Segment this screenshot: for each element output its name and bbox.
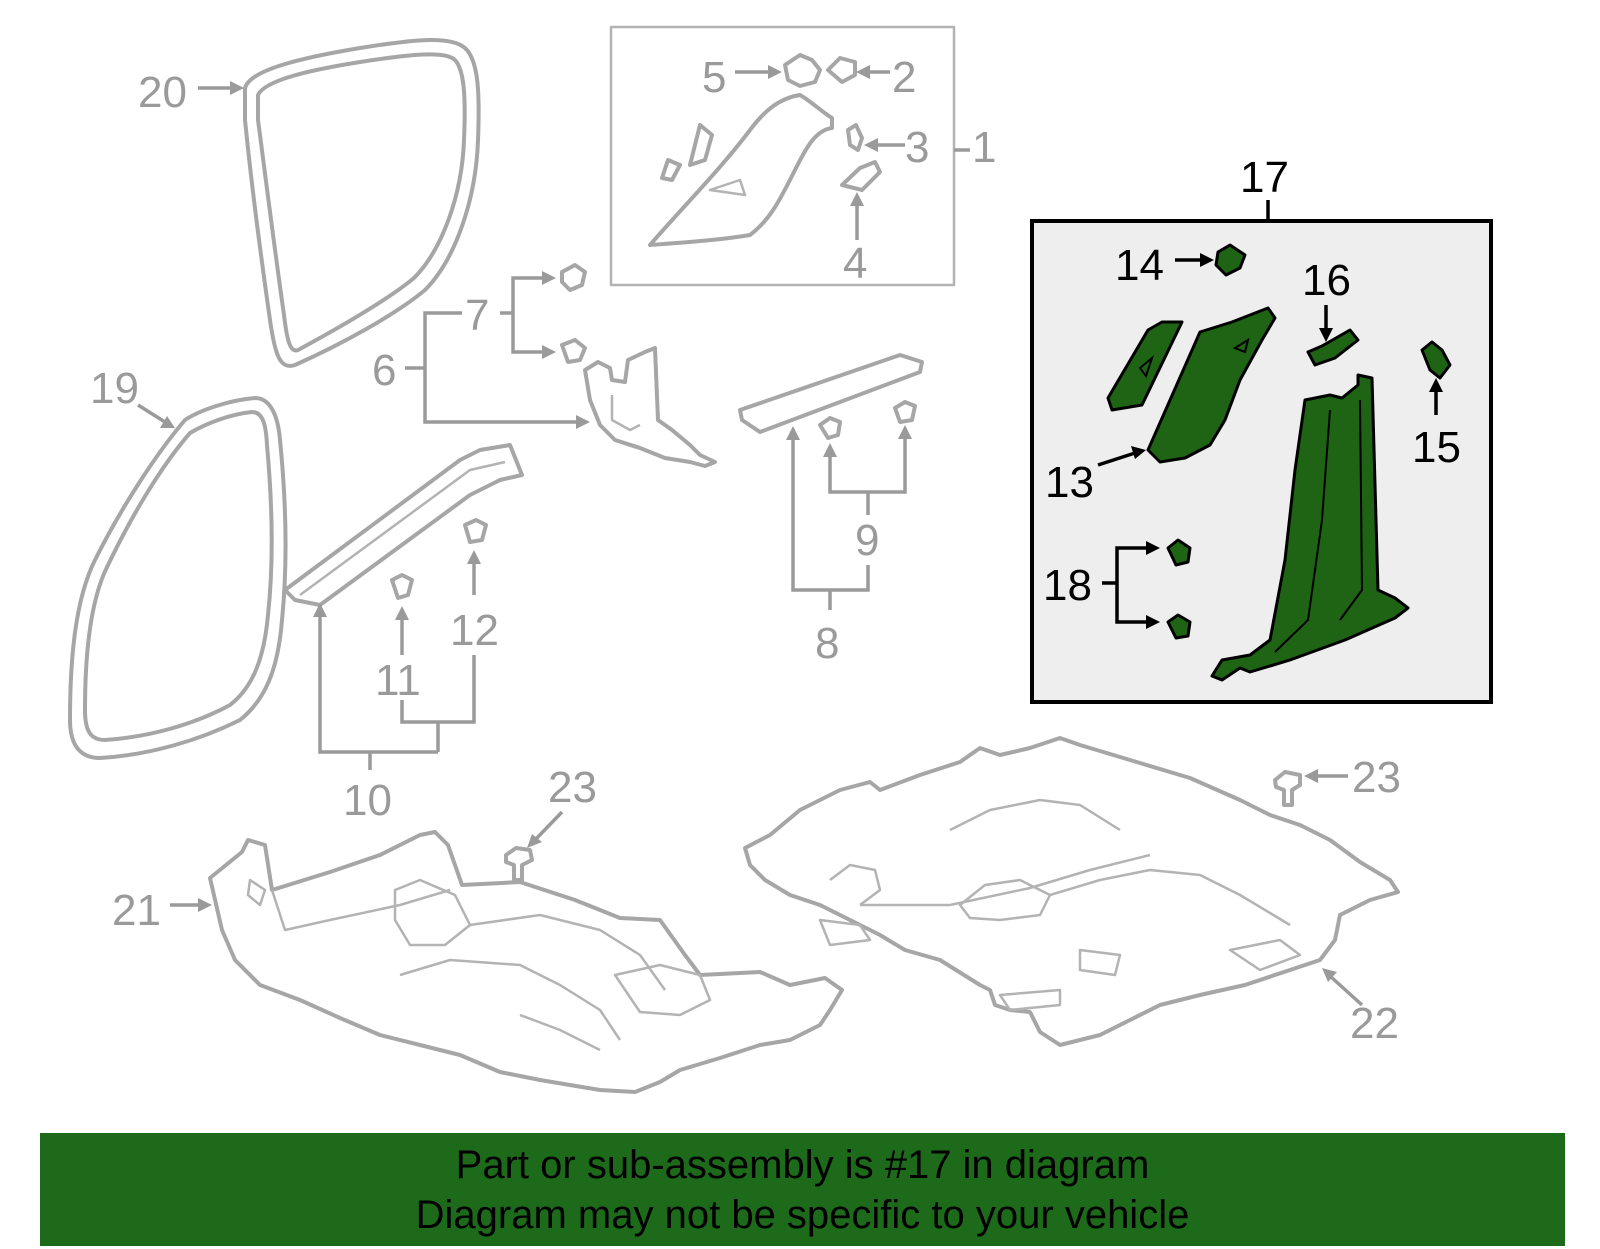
part-5-clip[interactable] [783, 53, 822, 88]
callout-18: 18 [1043, 561, 1092, 610]
leader-7 [500, 276, 545, 354]
arrow-21 [198, 898, 212, 912]
part-23-clip-left[interactable] [504, 846, 534, 882]
part-13-pillar-trim-upper[interactable] [1106, 306, 1277, 464]
callout-12: 12 [450, 606, 499, 655]
callout-20: 20 [138, 68, 187, 117]
callout-8: 8 [815, 619, 839, 668]
part-21-front-carpet[interactable] [208, 830, 844, 1094]
part-17-pillar-trim-lower[interactable] [1210, 373, 1410, 682]
part-7-clip-lower[interactable] [560, 338, 587, 364]
arrow-16 [1319, 328, 1333, 342]
part-12-clip[interactable] [463, 518, 488, 544]
part-3-clip[interactable] [846, 123, 864, 152]
leader-6 [405, 311, 578, 424]
arrow-20 [230, 81, 244, 95]
part-18-clip-lower[interactable] [1166, 613, 1192, 640]
callout-15: 15 [1412, 423, 1461, 472]
part-7-clip-upper[interactable] [560, 263, 587, 292]
arrow-15 [1429, 378, 1443, 392]
callout-4: 4 [843, 239, 867, 288]
arrow-18b [1146, 615, 1160, 629]
callout-17: 17 [1240, 153, 1289, 202]
leader-8 [791, 438, 870, 610]
arrow-5 [768, 65, 782, 79]
arrow-7b [542, 345, 556, 359]
callout-16: 16 [1302, 256, 1351, 305]
callout-13: 13 [1045, 458, 1094, 507]
leader-13 [1097, 451, 1136, 467]
part-22-rear-carpet[interactable] [743, 736, 1400, 1047]
arrow-7a [542, 271, 556, 285]
leader-19 [137, 403, 166, 424]
arrow-14 [1200, 253, 1214, 267]
part-9-clips[interactable] [818, 400, 917, 440]
arrow-13 [1131, 446, 1146, 459]
leader-23-left [533, 810, 564, 842]
callout-14: 14 [1115, 241, 1164, 290]
arrow-4 [850, 192, 864, 206]
callout-1: 1 [972, 123, 996, 172]
leader-9 [828, 435, 907, 515]
arrow-8 [786, 426, 800, 440]
part-18-clip-upper[interactable] [1166, 538, 1192, 567]
part-6-kick-panel[interactable] [583, 346, 717, 468]
callout-6: 6 [372, 346, 396, 395]
leader-18 [1102, 546, 1148, 624]
arrow-6 [576, 415, 590, 429]
callout-10: 10 [343, 776, 392, 825]
part-19-weatherstrip[interactable] [68, 396, 288, 760]
arrow-11 [395, 606, 409, 620]
banner-line-2: Diagram may not be specific to your vehi… [415, 1192, 1190, 1237]
arrow-3 [864, 138, 878, 152]
callout-3: 3 [905, 123, 929, 172]
arrow-22 [1322, 968, 1337, 982]
part-8-sill-plate[interactable] [738, 353, 924, 434]
part-1-pillar-trim[interactable] [648, 93, 834, 247]
callout-9: 9 [855, 516, 879, 565]
arrow-2 [856, 65, 870, 79]
callout-21: 21 [112, 886, 161, 935]
banner-line-1: Part or sub-assembly is #17 in diagram [455, 1142, 1150, 1187]
callout-5: 5 [702, 53, 726, 102]
callout-2: 2 [892, 53, 916, 102]
callout-22: 22 [1350, 999, 1399, 1048]
part-10-sill-plate[interactable] [283, 443, 524, 607]
part-20-weatherstrip[interactable] [243, 38, 481, 368]
arrow-23-right [1304, 769, 1318, 783]
part-15-clip[interactable] [1420, 340, 1452, 380]
leader-10 [318, 615, 438, 770]
arrow-19 [160, 416, 175, 428]
arrow-18a [1146, 541, 1160, 555]
arrow-23-left [527, 834, 542, 848]
part-16-clip[interactable] [1306, 328, 1360, 367]
part-23-clip-right[interactable] [1273, 770, 1302, 807]
leader-22 [1328, 974, 1364, 1007]
arrow-9b [898, 425, 912, 439]
part-4-clip[interactable] [840, 160, 882, 192]
info-banner: Part or sub-assembly is #17 in diagram D… [40, 1133, 1565, 1246]
arrow-12 [467, 550, 481, 564]
arrow-10 [313, 603, 327, 617]
arrow-9a [823, 443, 837, 457]
callout-23-right: 23 [1352, 753, 1401, 802]
part-11-clip[interactable] [390, 573, 414, 600]
part-2-clip[interactable] [826, 56, 857, 84]
callout-7: 7 [465, 291, 489, 340]
leader-11-12 [400, 655, 476, 752]
callout-19: 19 [90, 364, 139, 413]
callout-23-left: 23 [548, 763, 597, 812]
group-box-1 [609, 25, 956, 287]
part-14-clip[interactable] [1214, 243, 1247, 277]
callout-11: 11 [375, 656, 421, 705]
